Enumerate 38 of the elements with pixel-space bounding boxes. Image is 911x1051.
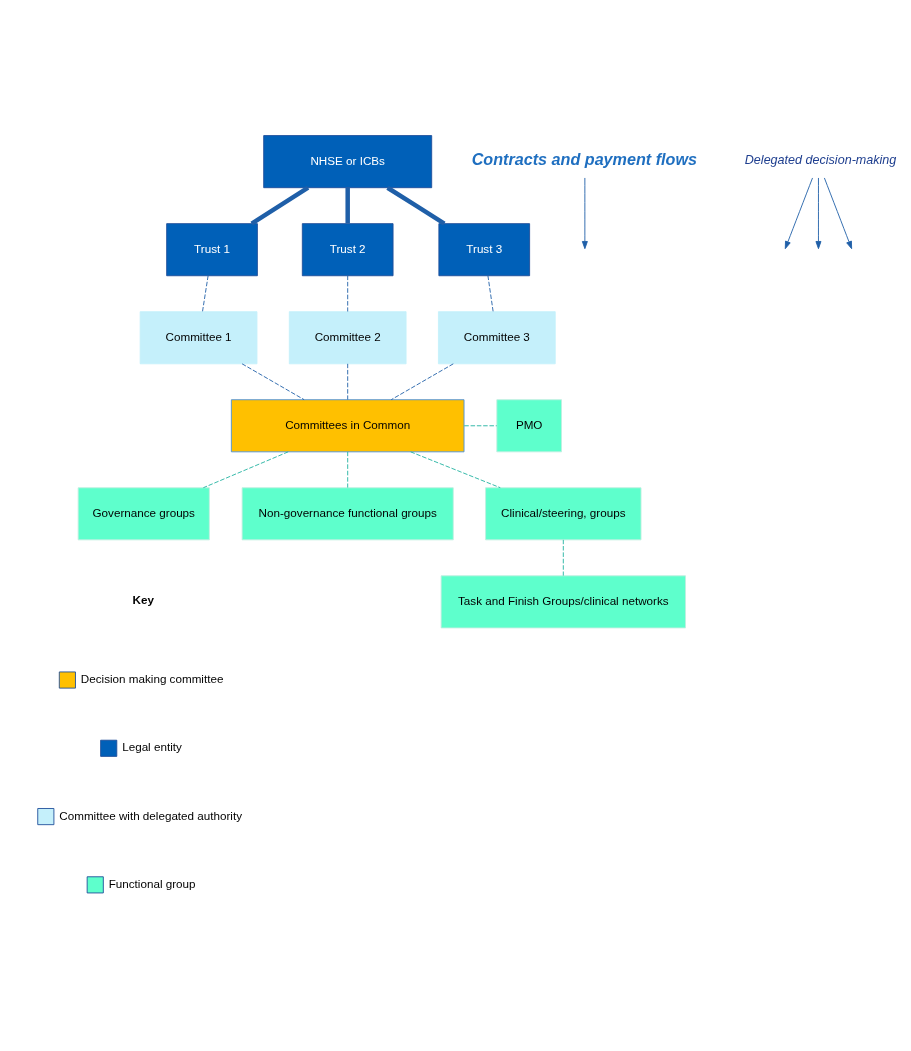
node-box: Non-governance functional groups — [241, 487, 454, 541]
node-text: Contracts and payment flows — [471, 149, 697, 168]
connector — [386, 185, 446, 226]
label: Key — [132, 593, 154, 607]
connector — [202, 451, 289, 489]
arrow — [823, 177, 853, 250]
node-box: Governance groups — [77, 487, 210, 541]
connector — [562, 539, 564, 577]
node-box: PMO — [496, 399, 562, 453]
node-box: Trust 2 — [301, 223, 394, 277]
connector — [202, 275, 209, 312]
node-box: NHSE or ICBs — [263, 135, 433, 189]
connector — [347, 451, 349, 488]
connector — [463, 425, 498, 427]
connector — [410, 451, 501, 489]
arrow — [784, 177, 813, 250]
node-box: Committee 3 — [438, 311, 556, 365]
connector — [347, 275, 349, 312]
node-box: Clinical/steering, groups — [485, 487, 642, 541]
node-box: Task and Finish Groups/clinical networks — [440, 575, 686, 629]
legend-label: Legal entity — [122, 740, 182, 754]
connector — [487, 275, 494, 312]
node-box: Committees in Common — [230, 399, 465, 453]
node-box: Trust 3 — [438, 223, 531, 277]
legend-label: Committee with delegated authority — [59, 808, 243, 822]
node-text: Delegated decision-making — [744, 153, 897, 168]
connector — [390, 363, 454, 401]
connector — [345, 187, 350, 224]
arrow — [815, 177, 822, 250]
arrow — [581, 177, 588, 250]
node-box: Committee 2 — [288, 311, 407, 365]
legend-label: Decision making committee — [80, 672, 224, 686]
connector — [241, 363, 305, 401]
connector — [250, 185, 310, 226]
node-box: Trust 1 — [166, 223, 258, 277]
connector — [347, 363, 349, 400]
legend-label: Functional group — [108, 876, 196, 890]
node-box: Committee 1 — [139, 311, 258, 365]
